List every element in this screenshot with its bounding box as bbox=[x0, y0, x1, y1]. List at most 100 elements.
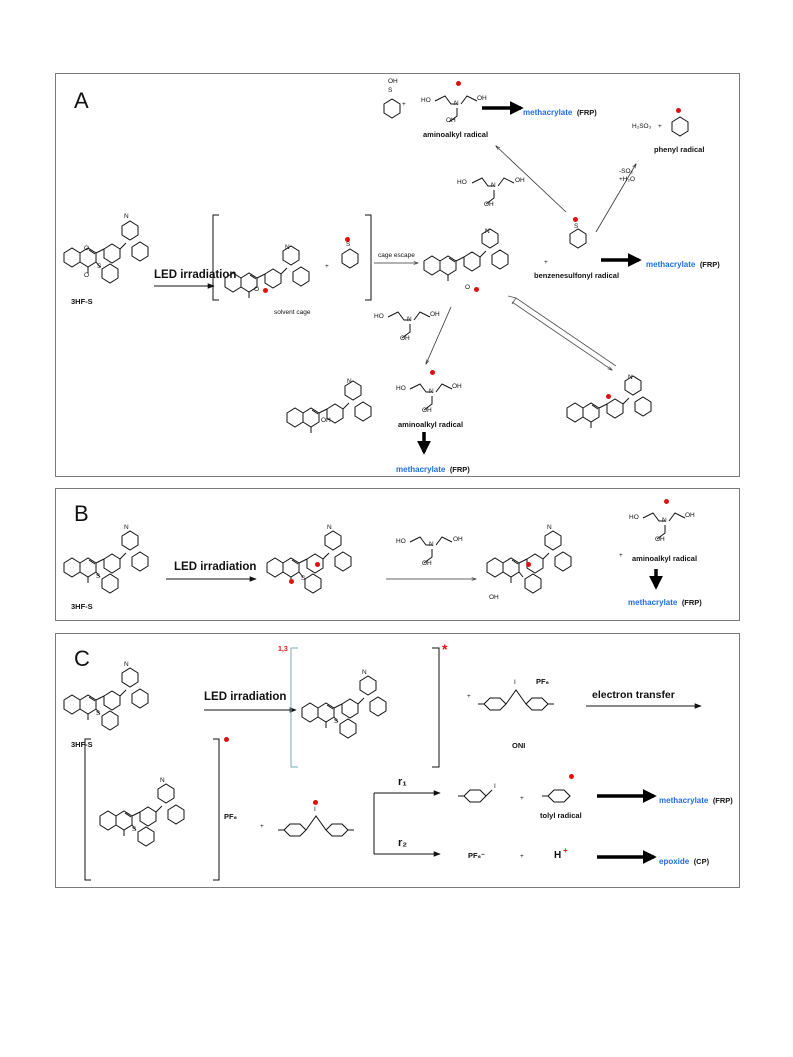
c2-radical-dot bbox=[606, 394, 611, 399]
flavonoxyl-n-atom: N bbox=[485, 228, 490, 235]
aminoalkyl-top-label: aminoalkyl radical bbox=[423, 130, 489, 139]
aminoalkyl-radical-b bbox=[629, 501, 699, 551]
aminoalkyl-top-dot bbox=[456, 81, 461, 86]
frp-label-a3: (FRP) bbox=[449, 465, 470, 474]
lower-n: N bbox=[429, 388, 434, 395]
frp-label-c: (FRP) bbox=[712, 796, 733, 805]
led-irradiation-label-c: LED irradiation bbox=[204, 691, 287, 703]
panel-c: C N S 3HF-S LED irradiation 1,3 * N S + … bbox=[55, 633, 740, 888]
electron-transfer-label: electron transfer bbox=[592, 689, 675, 701]
sulfinic-oh: OH bbox=[388, 78, 398, 85]
biradical-s: S bbox=[301, 575, 306, 582]
excited-3hfs bbox=[301, 675, 387, 739]
tea-mid-n: N bbox=[491, 182, 496, 189]
aminoalkyl-lower-dot bbox=[430, 370, 435, 375]
product-b-plus: + bbox=[619, 552, 623, 559]
aryliodinyl-radical bbox=[276, 802, 376, 842]
led-irradiation-label-b: LED irradiation bbox=[174, 561, 257, 573]
amino-b-n: N bbox=[662, 517, 667, 524]
excited-n: N bbox=[362, 669, 367, 676]
led-irradiation-label: LED irradiation bbox=[154, 269, 237, 281]
cation-n: N bbox=[160, 777, 165, 784]
tolyl-radical-structure bbox=[540, 776, 590, 806]
pf6-minus-label: PF₆⁻ bbox=[468, 851, 485, 860]
phenyl-radical-structure bbox=[671, 116, 689, 137]
excited-state-star: * bbox=[442, 641, 448, 657]
cage-sulfonyl-dot bbox=[345, 237, 350, 242]
aminoalkyl-lower-label: aminoalkyl radical bbox=[398, 420, 464, 429]
iodinyl-i: I bbox=[314, 806, 316, 813]
cage-n-atom: N bbox=[285, 244, 290, 251]
tea-lower-oh-2: OH bbox=[400, 335, 410, 342]
r1-plus: + bbox=[520, 795, 524, 802]
methacrylate-label-a1: methacrylate bbox=[523, 108, 573, 117]
tea-b-n: N bbox=[429, 541, 434, 548]
route-r1-label: r₁ bbox=[398, 776, 407, 788]
lower-oh: OH bbox=[452, 383, 462, 390]
sulfinic-s-atom: S bbox=[388, 87, 393, 94]
cation-s: S bbox=[132, 826, 137, 833]
frp-label-a1: (FRP) bbox=[576, 108, 597, 117]
iodinyl-radical-dot bbox=[313, 800, 318, 805]
h2o-gain-label: +H₂O bbox=[619, 176, 636, 183]
cation-pf6: PF₆ bbox=[224, 812, 237, 821]
top-oh: OH bbox=[477, 95, 487, 102]
tea-mid-oh: OH bbox=[515, 177, 525, 184]
3hfs-c-n: N bbox=[124, 661, 129, 668]
oni-structure bbox=[476, 676, 576, 716]
proton-label: H bbox=[554, 850, 562, 861]
3hfs-s-atom: S bbox=[97, 263, 102, 270]
multiplicity-label: 1,3 bbox=[278, 646, 288, 653]
3hfs-b-s: S bbox=[96, 573, 101, 580]
so2-loss-label: -SO₂ bbox=[619, 168, 634, 175]
cation-radical-dot bbox=[224, 737, 229, 742]
biradical-o-dot bbox=[289, 579, 294, 584]
panel-b: B N S 3HF-S LED irradiation N S HO N OH … bbox=[55, 488, 740, 621]
route-r2-label: r₂ bbox=[398, 837, 408, 849]
aminoalkyl-b-dot bbox=[664, 499, 669, 504]
iodotoluene-structure bbox=[456, 776, 506, 806]
top-oh-2: OH bbox=[446, 117, 456, 124]
iodine-plus: + bbox=[260, 823, 264, 830]
aminoalkyl-radical-top bbox=[421, 84, 491, 134]
flavonoxyl-in-cage bbox=[224, 245, 310, 299]
3hfs-b-n: N bbox=[124, 524, 129, 531]
3hfs-label-c: 3HF-S bbox=[71, 740, 93, 749]
3hfs-structure bbox=[63, 220, 149, 284]
flavonoxyl-radical bbox=[423, 228, 509, 282]
c2-radical-flavonoid bbox=[566, 375, 652, 429]
panel-b-arrows bbox=[166, 569, 663, 590]
top-ho: HO bbox=[421, 97, 431, 104]
oni-label: ONI bbox=[512, 741, 526, 750]
tea-lower-ho: HO bbox=[374, 313, 384, 320]
top-n: N bbox=[454, 100, 459, 107]
cage-radical-dot bbox=[263, 288, 268, 293]
3hfs-n-atom: N bbox=[124, 213, 129, 220]
benzenesulfonyl-radical-label: benzenesulfonyl radical bbox=[534, 271, 620, 280]
cage-s-atom: S bbox=[346, 241, 351, 248]
product-b-oh: OH bbox=[489, 594, 499, 601]
product-b-n: N bbox=[547, 524, 552, 531]
amino-b-ho: HO bbox=[629, 514, 639, 521]
3hfs-o-carbonyl: O bbox=[84, 272, 90, 279]
aminoalkyl-label-b: aminoalkyl radical bbox=[632, 554, 698, 563]
phenyl-plus: + bbox=[658, 123, 662, 130]
excited-s: S bbox=[334, 718, 339, 725]
cage-o-atom: O bbox=[254, 286, 260, 293]
methacrylate-label-a2: methacrylate bbox=[646, 260, 696, 269]
panel-a: A N O O S 3HF-S LED irradiation N O + S … bbox=[55, 73, 740, 477]
oni-pf6: PF₆ bbox=[536, 677, 549, 686]
methacrylate-label-b: methacrylate bbox=[628, 598, 678, 607]
3hf-oh: OH bbox=[321, 417, 331, 424]
r2-plus: + bbox=[520, 853, 524, 860]
methacrylate-label-c: methacrylate bbox=[659, 796, 709, 805]
tea-structure-b bbox=[396, 525, 466, 575]
lower-oh-2: OH bbox=[422, 407, 432, 414]
tea-structure-mid bbox=[458, 166, 528, 216]
biradical-n: N bbox=[327, 524, 332, 531]
iodotoluene-i: I bbox=[494, 783, 496, 790]
solvent-cage-label: solvent cage bbox=[274, 309, 311, 316]
radical-product-b bbox=[486, 530, 572, 594]
epoxide-label: epoxide bbox=[659, 857, 690, 866]
proton-plus: + bbox=[563, 846, 568, 855]
